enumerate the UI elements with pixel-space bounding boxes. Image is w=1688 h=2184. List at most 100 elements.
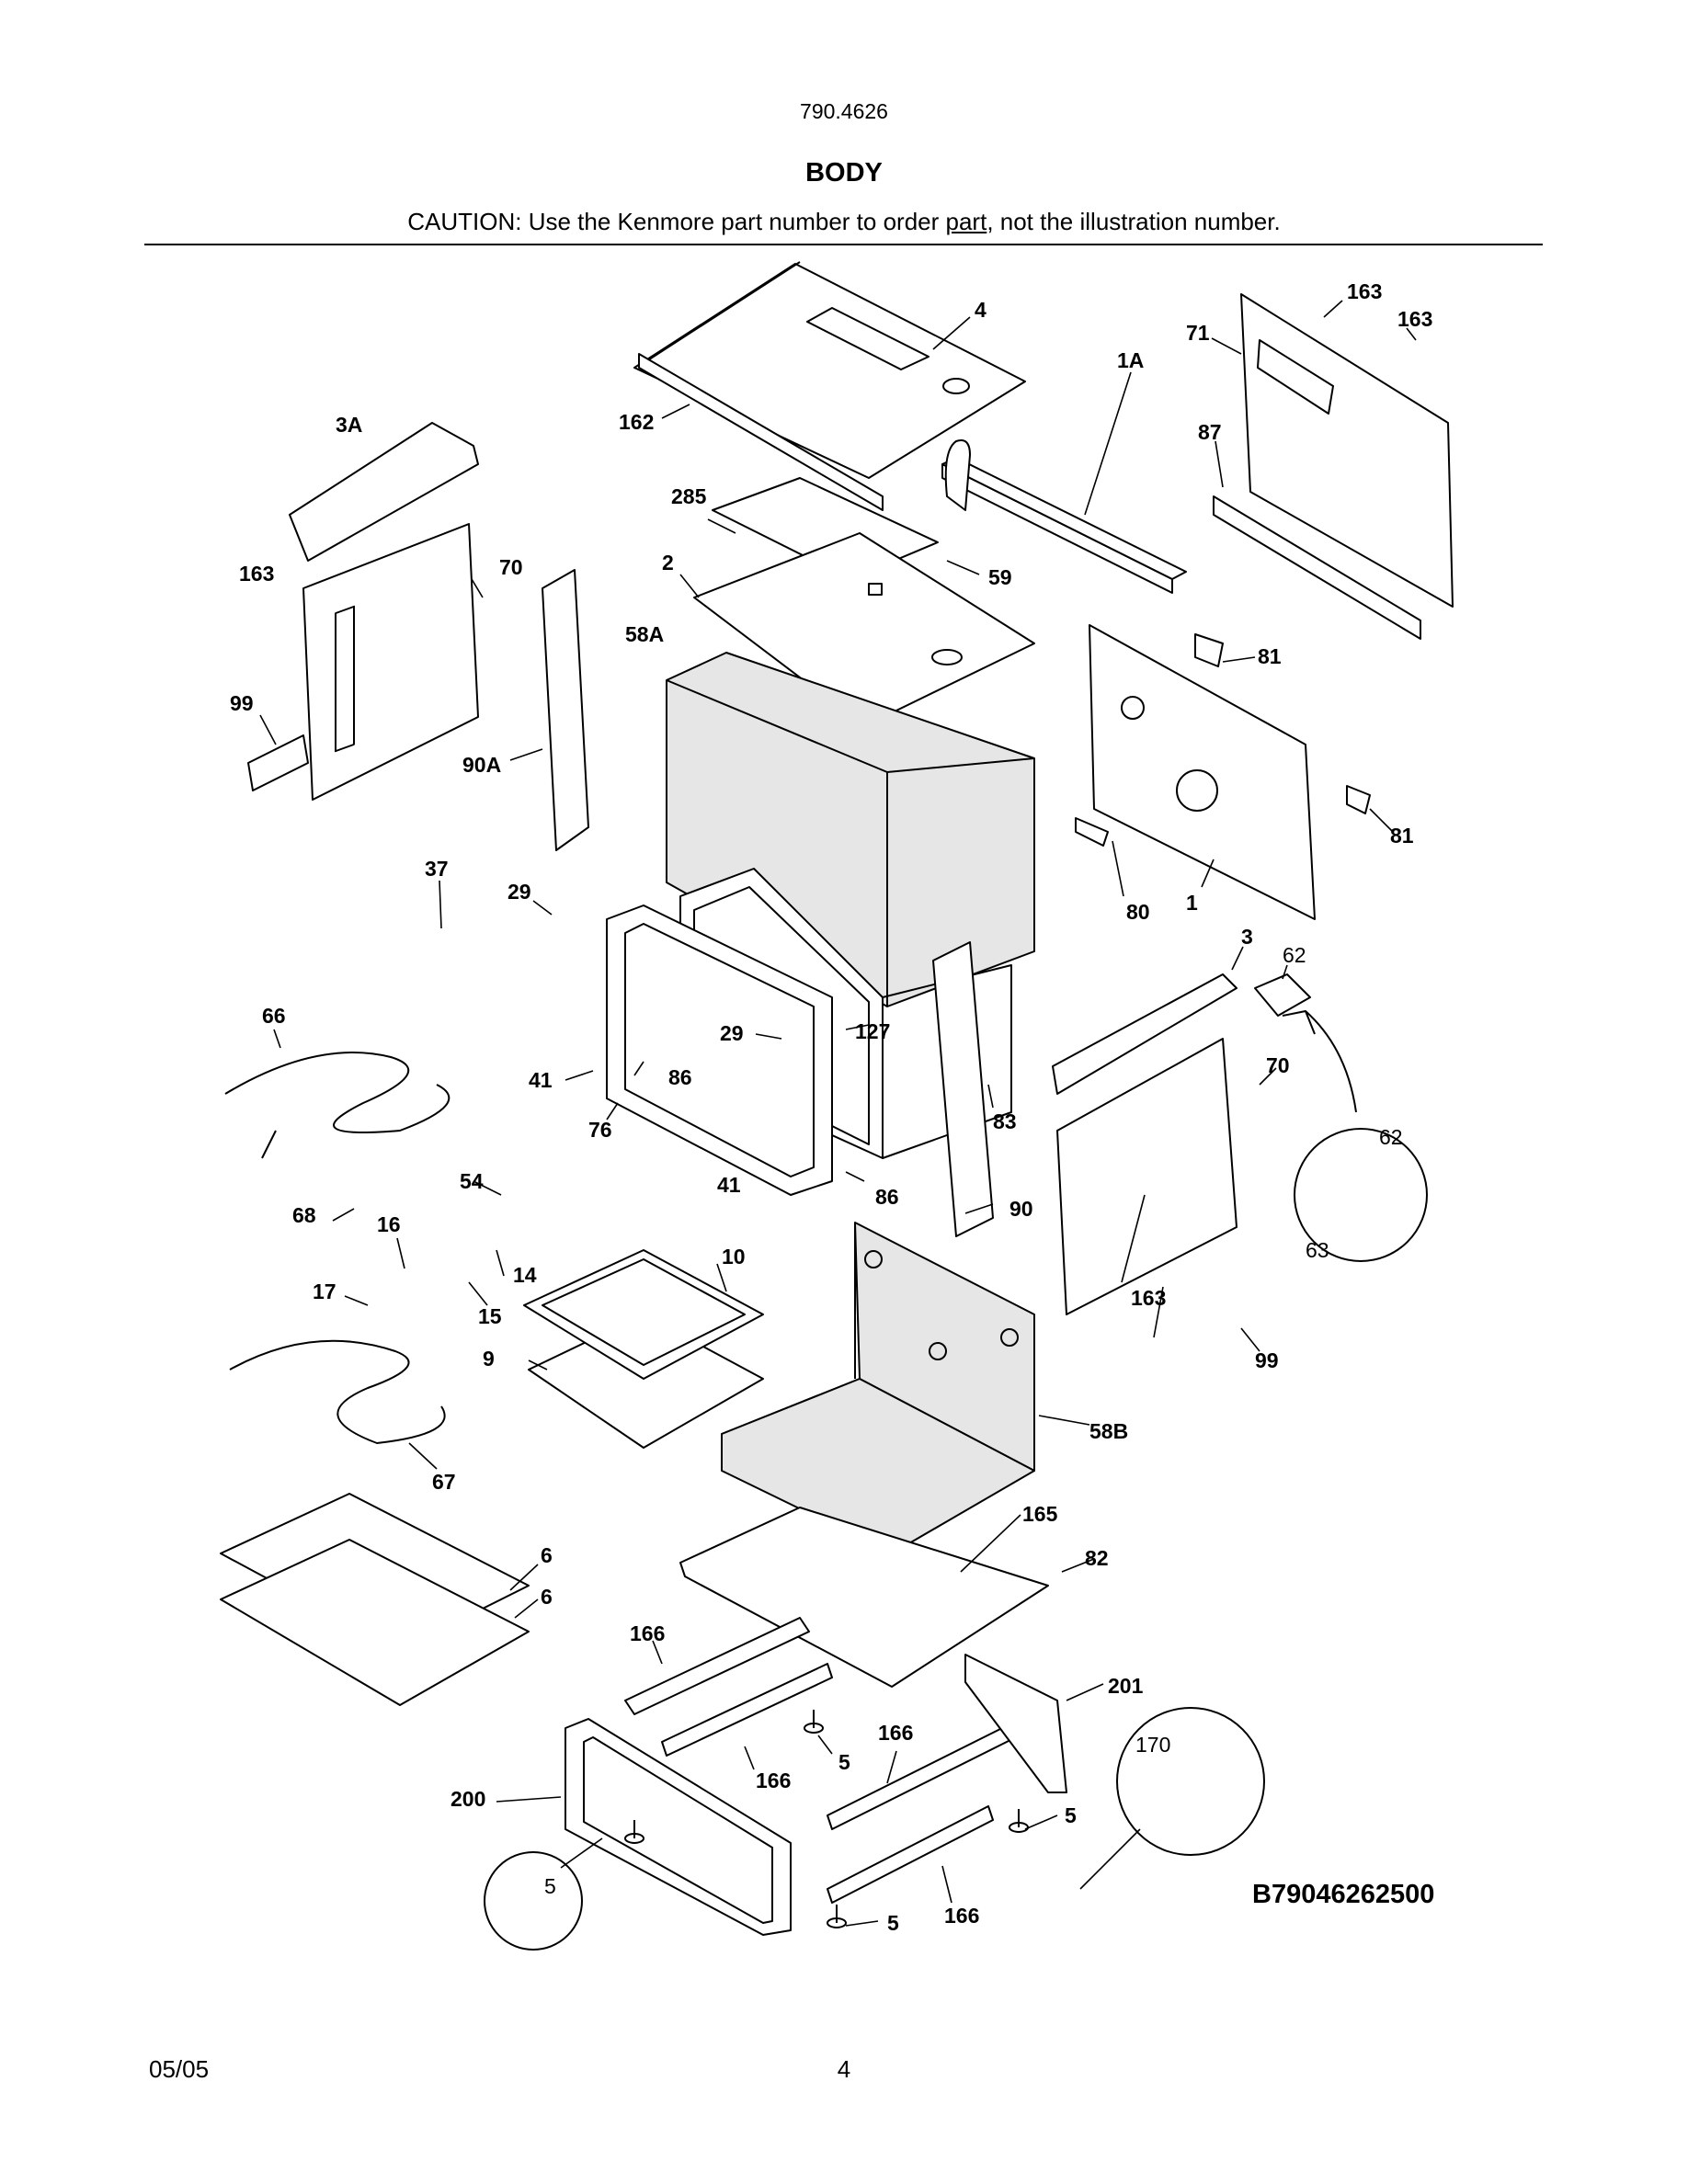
callout-29: 29 [508, 880, 531, 904]
caution-underlined-word: part [945, 208, 987, 235]
part-strip-90 [932, 941, 994, 1237]
callout-201: 201 [1108, 1674, 1144, 1698]
part-door-frame [606, 904, 833, 1196]
caution-note: CAUTION: Use the Kenmore part number to … [0, 208, 1688, 236]
callout-90a: 90A [462, 753, 501, 777]
callout-76: 76 [588, 1118, 612, 1142]
callout-3a: 3A [336, 413, 362, 437]
part-rail-87 [1213, 495, 1421, 640]
callout-99: 99 [1255, 1348, 1279, 1372]
caution-prefix: CAUTION: Use the Kenmore part number to … [407, 208, 946, 235]
callout-62: 62 [1379, 1125, 1403, 1149]
caution-suffix: , not the illustration number. [987, 208, 1281, 235]
part-leveling-legs [624, 1710, 1029, 1928]
part-bracket-80 [1075, 817, 1109, 847]
callout-29: 29 [720, 1021, 744, 1045]
part-left-side-panel [302, 523, 479, 801]
callout-37: 37 [425, 857, 449, 881]
callout-10: 10 [722, 1245, 746, 1268]
callout-162: 162 [619, 410, 654, 434]
header-rule [144, 244, 1543, 245]
callout-166: 166 [630, 1621, 665, 1645]
page-title: BODY [805, 158, 883, 188]
callout-166: 166 [878, 1721, 913, 1745]
callout-63: 63 [1306, 1238, 1329, 1262]
callout-14: 14 [513, 1263, 537, 1287]
callout-163: 163 [1397, 307, 1432, 331]
callout-81: 81 [1258, 644, 1282, 668]
callout-59: 59 [988, 565, 1012, 589]
callout-170: 170 [1135, 1733, 1170, 1757]
detail-circle-leg-bracket [1116, 1707, 1265, 1856]
callout-87: 87 [1198, 420, 1222, 444]
callout-5: 5 [544, 1874, 556, 1898]
detail-arrow [1282, 1010, 1357, 1113]
callout-6: 6 [541, 1543, 553, 1567]
detail-circle-leveling-leg [484, 1851, 583, 1951]
callout-80: 80 [1126, 900, 1150, 924]
callout-17: 17 [313, 1280, 336, 1303]
callout-166: 166 [944, 1904, 979, 1928]
callout-58b: 58B [1089, 1419, 1128, 1443]
callout-15: 15 [478, 1304, 502, 1328]
callout-127: 127 [855, 1019, 890, 1043]
callout-5: 5 [1065, 1803, 1077, 1827]
callout-81: 81 [1390, 824, 1414, 847]
part-bracket-81-upper [1194, 633, 1224, 667]
callout-58a: 58A [625, 622, 664, 646]
part-rear-wall [1089, 624, 1316, 920]
part-back-panel-71 [1240, 293, 1454, 608]
part-side-bracket-201 [964, 1654, 1067, 1793]
callout-285: 285 [671, 484, 707, 508]
part-oven-racks [220, 1493, 530, 1706]
callout-71: 71 [1186, 321, 1210, 345]
callout-1: 1 [1186, 891, 1198, 915]
callout-86: 86 [668, 1065, 692, 1089]
part-bracket-3a [289, 422, 479, 562]
part-bake-element [229, 1339, 446, 1444]
part-right-side-panel [1056, 1038, 1237, 1315]
callout-86: 86 [875, 1185, 899, 1209]
callout-70: 70 [499, 555, 523, 579]
part-broil-element [224, 1052, 451, 1159]
part-bracket-3 [1052, 973, 1237, 1095]
callout-41: 41 [529, 1068, 553, 1092]
callout-68: 68 [292, 1203, 316, 1227]
callout-163: 163 [1347, 279, 1382, 303]
part-oven-insulation-lower [721, 1222, 1035, 1554]
part-strip-90a [542, 569, 589, 851]
part-rear-rail [941, 439, 1187, 594]
page-number: 4 [837, 2055, 851, 2083]
callout-2: 2 [662, 551, 674, 574]
callout-200: 200 [451, 1787, 485, 1811]
part-broiler-grid [523, 1249, 764, 1380]
callout-82: 82 [1085, 1546, 1109, 1570]
callout-1a: 1A [1117, 348, 1144, 372]
part-rail-166c [827, 1718, 1026, 1830]
part-terminal-block [1254, 973, 1311, 1017]
callout-67: 67 [432, 1470, 456, 1494]
callout-163: 163 [1131, 1286, 1166, 1310]
part-bracket-81-lower [1346, 785, 1371, 814]
callout-3: 3 [1241, 925, 1253, 949]
callout-66: 66 [262, 1004, 286, 1028]
callout-9: 9 [483, 1347, 495, 1371]
part-rail-166b [661, 1663, 833, 1757]
diagram-code: B79046262500 [1252, 1880, 1434, 1909]
part-top-panel [633, 261, 1026, 511]
callout-4: 4 [975, 298, 987, 322]
callout-54: 54 [460, 1169, 484, 1193]
callout-166: 166 [756, 1769, 791, 1792]
footer-date: 05/05 [149, 2055, 210, 2083]
callout-6: 6 [541, 1585, 553, 1609]
callout-90: 90 [1009, 1197, 1033, 1221]
callout-5: 5 [887, 1911, 899, 1935]
part-rail-166a [624, 1617, 810, 1715]
callout-5: 5 [838, 1750, 850, 1774]
callout-62: 62 [1283, 943, 1306, 967]
part-base-pan [679, 1507, 1049, 1688]
part-front-frame [565, 1718, 792, 1936]
leader-lines [259, 300, 1417, 1927]
detail-circle-terminal [1294, 1128, 1428, 1262]
